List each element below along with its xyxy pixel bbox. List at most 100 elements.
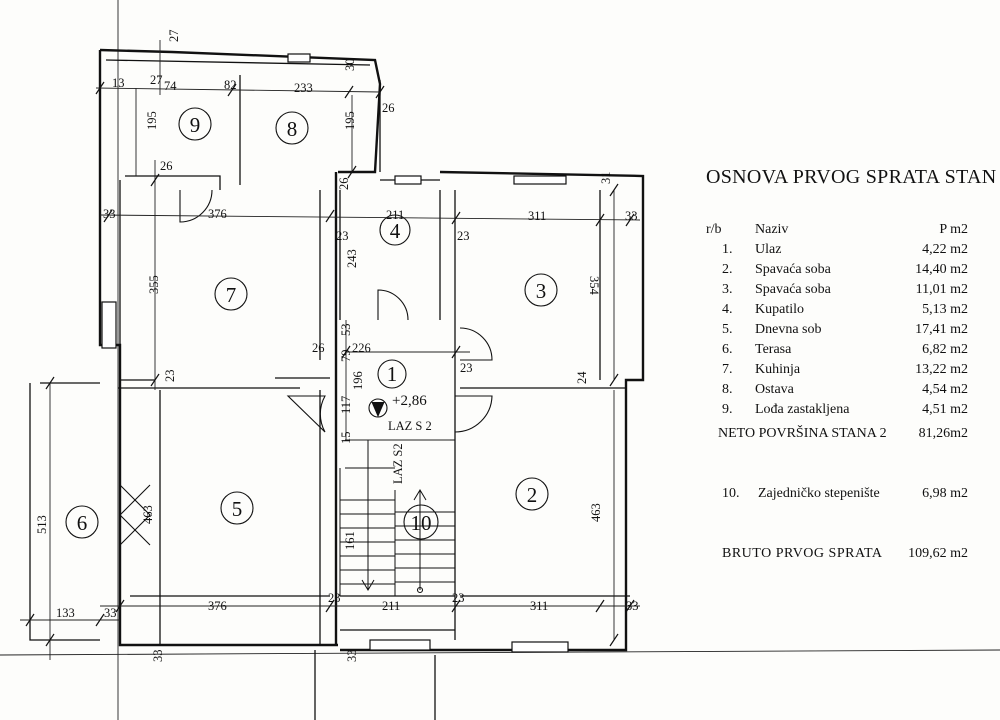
outer-walls — [29, 48, 645, 720]
dimension-label: 82 — [224, 78, 237, 92]
dimension-labels: 13 27 74 82 233 30 27 195 195 26 26 26 3… — [35, 30, 639, 663]
dimension-label: 74 — [164, 79, 177, 93]
gross-area-value: 109,62 m2 — [908, 546, 968, 561]
room-markers: 1 2 3 4 5 6 7 8 9 10 — [65, 107, 558, 540]
dimension-label: 463 — [589, 503, 603, 522]
table-row-area: 14,40 m2 — [915, 262, 968, 277]
table-row-area: 13,22 m2 — [915, 362, 968, 377]
table-row-rb: 3. — [722, 282, 733, 297]
net-area-label: NETO POVRŠINA STANA 2 — [718, 426, 887, 441]
table-row-name: Ostava — [755, 382, 794, 397]
dimension-label: 15 — [339, 432, 353, 445]
dimension-label: 513 — [35, 515, 49, 534]
table-row-area: 5,13 m2 — [922, 302, 968, 317]
table-header-name: Naziv — [755, 222, 789, 237]
dimension-lines — [20, 40, 641, 660]
dimension-label: 24 — [575, 371, 589, 384]
table-row-name: Terasa — [755, 342, 792, 357]
dimension-label: 133 — [56, 606, 75, 620]
table-row-name: Kupatilo — [755, 302, 804, 317]
dimension-label: 117 — [339, 396, 353, 414]
room-number: 7 — [226, 283, 237, 307]
table-row-area: 11,01 m2 — [915, 282, 968, 297]
dimension-label: 311 — [530, 599, 548, 613]
table-row-rb: 7. — [722, 362, 733, 377]
dimension-label: 161 — [343, 531, 357, 550]
common-area: 6,98 m2 — [922, 486, 968, 501]
table-row-rb: 9. — [722, 402, 733, 417]
dimension-label: 23 — [328, 591, 341, 605]
laz-label: LAZ S2 — [391, 443, 405, 484]
dimension-label: 23 — [460, 361, 473, 375]
dimension-label: 33 — [345, 650, 359, 663]
room-number: 9 — [190, 113, 201, 137]
plan-title: OSNOVA PRVOG SPRATA STAN — [706, 166, 997, 188]
dimension-label: 33 — [625, 209, 638, 223]
laz-label: LAZ S 2 — [388, 419, 432, 433]
dimension-label: 196 — [351, 371, 365, 390]
table-header-area: P m2 — [939, 222, 968, 237]
dimension-label: 311 — [528, 209, 546, 223]
dimension-label: 376 — [208, 599, 227, 613]
room-number: 5 — [232, 497, 243, 521]
dimension-label: 26 — [337, 178, 351, 191]
dimension-label: 463 — [141, 505, 155, 524]
dimension-label: 211 — [386, 208, 404, 222]
dimension-label: 23 — [452, 591, 465, 605]
dimension-label: 27 — [150, 73, 163, 87]
gross-area-label: BRUTO PRVOG SPRATA — [722, 546, 883, 561]
table-row-rb: 1. — [722, 242, 733, 257]
dimension-label: 195 — [343, 111, 357, 130]
windows — [101, 53, 569, 653]
dimension-label: 27 — [167, 30, 181, 43]
room-number: 3 — [536, 279, 547, 303]
table-header-rb: r/b — [706, 222, 722, 237]
room-number: 8 — [287, 117, 298, 141]
table-row-area: 4,51 m2 — [922, 402, 968, 417]
dimension-label: 26 — [160, 159, 173, 173]
table-row-rb: 8. — [722, 382, 733, 397]
room-number: 4 — [390, 219, 401, 243]
dimension-label: 355 — [147, 275, 161, 294]
table-row-rb: 6. — [722, 342, 733, 357]
doors — [119, 189, 493, 546]
net-area-value: 81,26m2 — [918, 426, 968, 441]
axis-line-horizontal — [0, 649, 1000, 656]
dimension-label: 23 — [457, 229, 470, 243]
dimension-label: 13 — [112, 76, 125, 90]
dimension-label: 354 — [587, 276, 601, 296]
dimension-label: 195 — [145, 111, 159, 130]
room-number: 6 — [77, 511, 88, 535]
table-row-name: Ulaz — [755, 242, 782, 257]
table-row-name: Kuhinja — [755, 362, 801, 377]
room-number: 2 — [527, 483, 538, 507]
table-row-name: Lođa zastakljena — [755, 402, 850, 417]
dimension-label: 233 — [294, 81, 313, 95]
dimension-label: 30 — [343, 59, 357, 72]
common-rb: 10. — [722, 486, 740, 501]
table-row-rb: 2. — [722, 262, 733, 277]
dimension-label: 33 — [151, 650, 165, 663]
table-row-area: 6,82 m2 — [922, 342, 968, 357]
dimension-label: 26 — [382, 101, 395, 115]
dimension-label: 26 — [312, 341, 325, 355]
room-number: 10 — [411, 511, 432, 535]
dimension-label: 33 — [103, 207, 116, 221]
dimension-label: 33 — [104, 606, 117, 620]
dimension-label: 376 — [208, 207, 227, 221]
elevation-marker: +2,86 — [368, 393, 427, 418]
table-row-rb: 4. — [722, 302, 733, 317]
dimension-label: 211 — [382, 599, 400, 613]
dimension-label: 31 — [599, 172, 613, 185]
dimension-label: 226 — [352, 341, 371, 355]
dimension-label: 23 — [163, 370, 177, 383]
table-row-area: 17,41 m2 — [915, 322, 968, 337]
table-row-name: Spavaća soba — [755, 262, 831, 277]
table-row-area: 4,54 m2 — [922, 382, 968, 397]
elevation-label: +2,86 — [392, 393, 427, 409]
common-name: Zajedničko stepenište — [758, 486, 880, 501]
dimension-label: 33 — [626, 599, 639, 613]
table-row-area: 4,22 m2 — [922, 242, 968, 257]
